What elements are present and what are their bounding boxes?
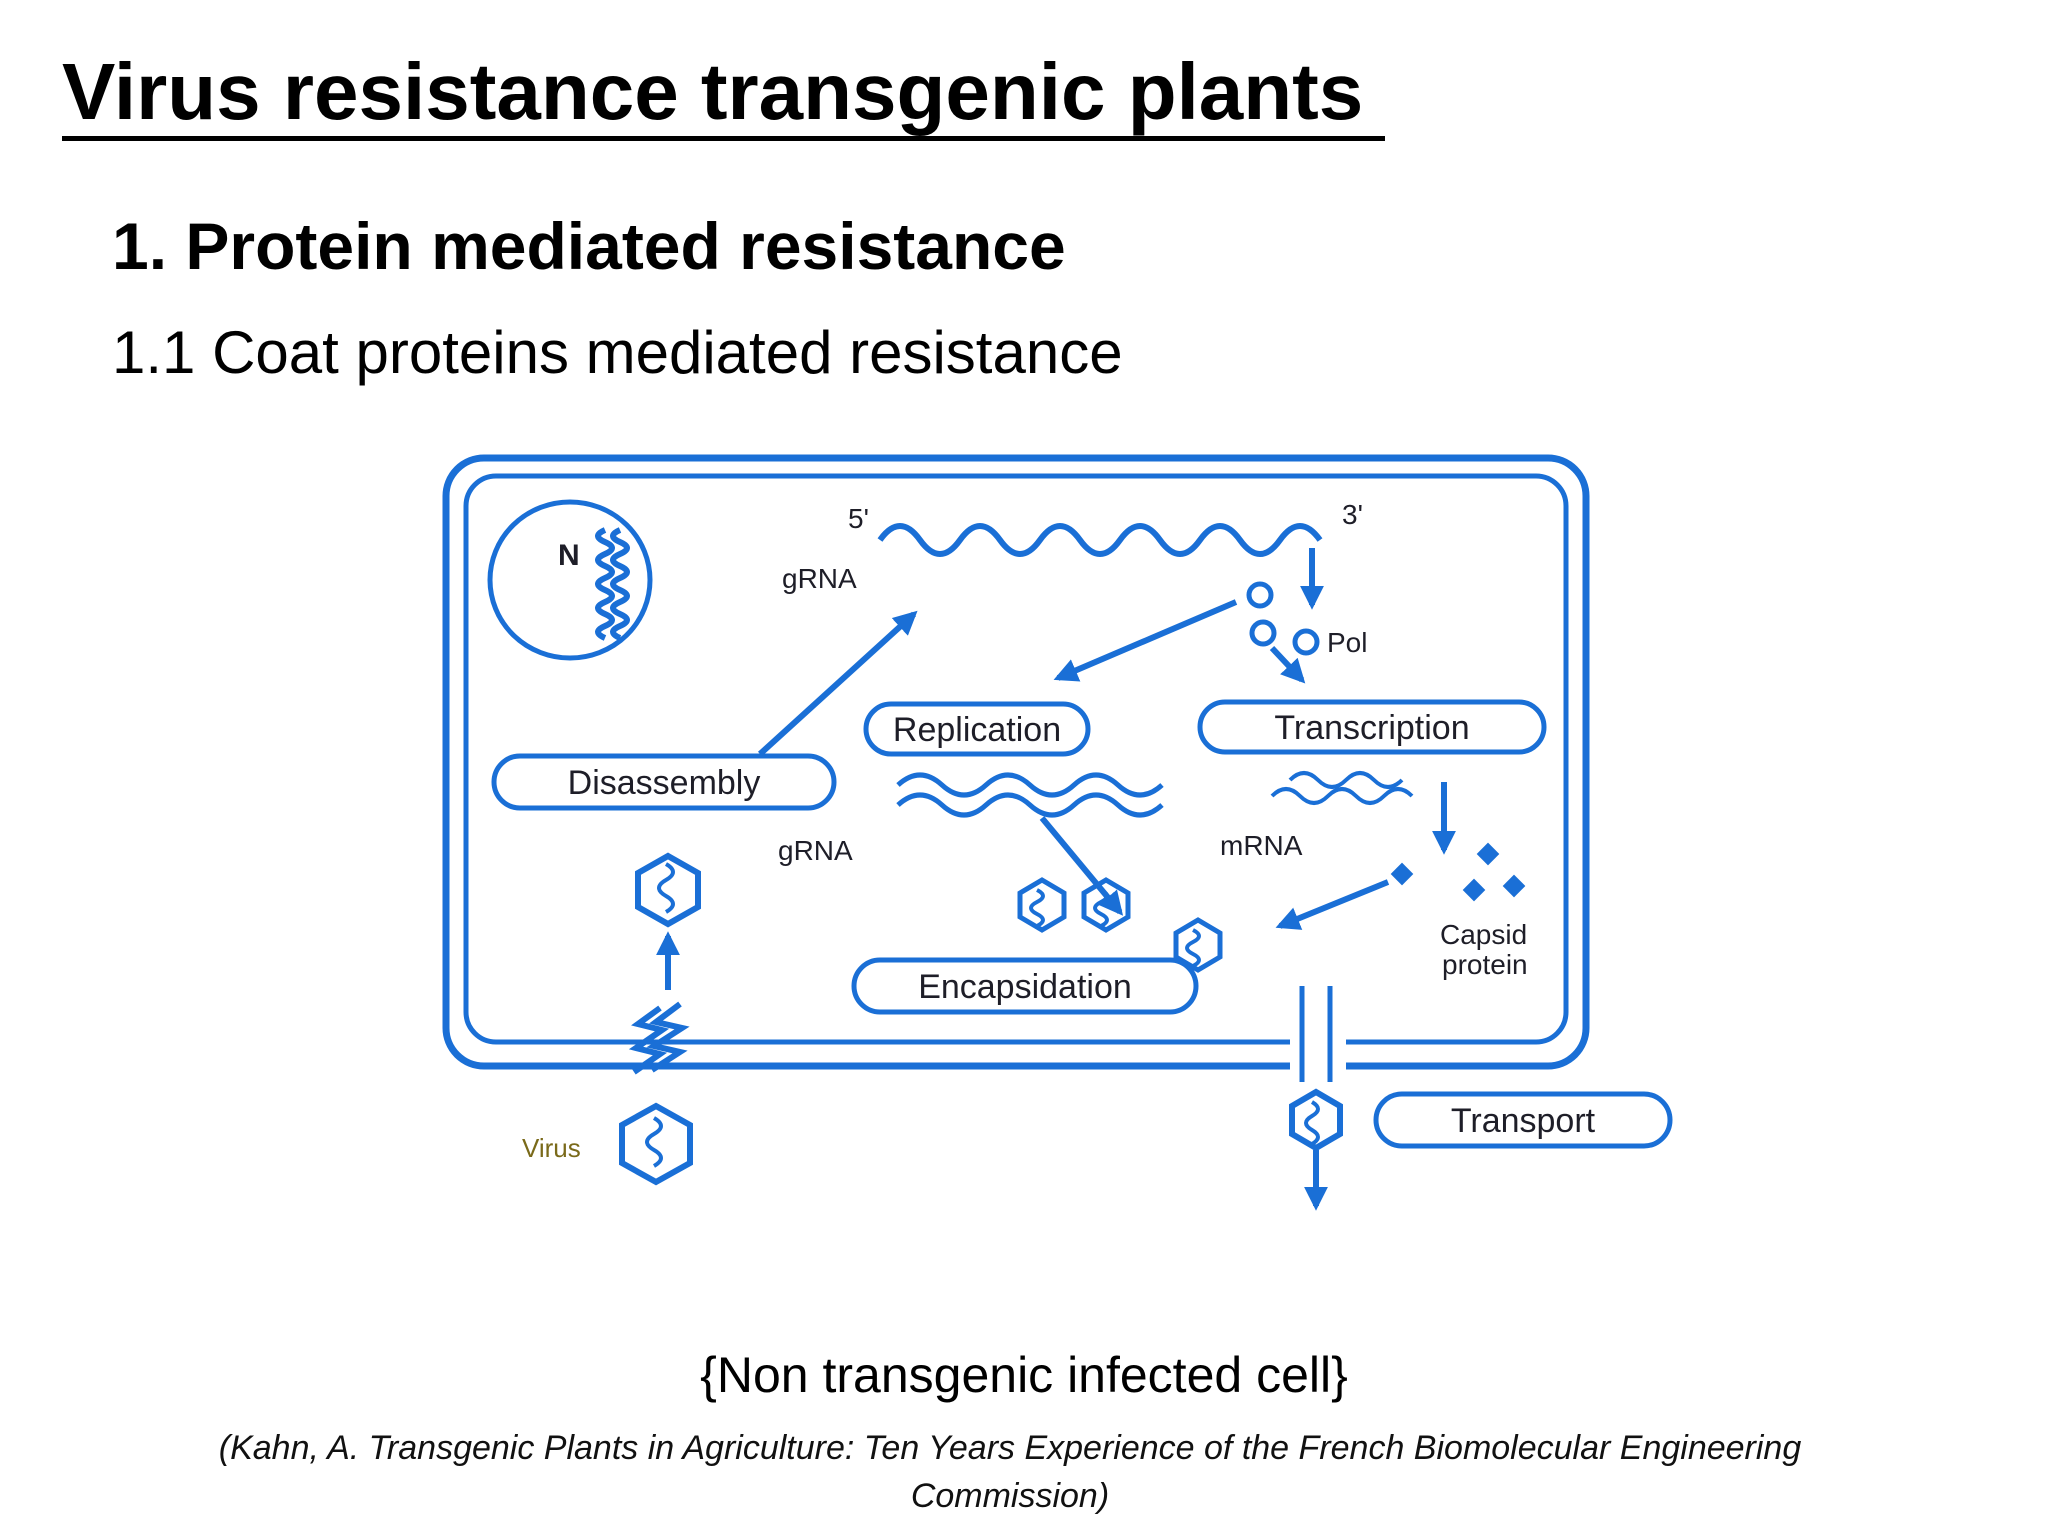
capsid-label-line2: protein (1442, 949, 1528, 980)
disassembly-box (491, 753, 837, 811)
replicated-grna-strand-1 (896, 772, 1164, 798)
encapsidation-label: Encapsidation (918, 968, 1132, 1006)
five-prime-label: 5' (848, 503, 869, 534)
encapsidation-box (851, 957, 1199, 1015)
arrow-capsid-to-virion (1275, 879, 1390, 930)
pol-label: Pol (1327, 627, 1367, 658)
capsid-label-line1: Capsid (1440, 919, 1527, 950)
virus-cycle-diagram: N 5' 3' gRNA Pol Replication Transcripti… (430, 430, 1730, 1230)
transport-box (1373, 1091, 1673, 1149)
replication-box (863, 701, 1091, 757)
nucleus-label: N (558, 539, 580, 572)
cell-wall-inner (463, 473, 1569, 1045)
virus-label: Virus (522, 1133, 581, 1163)
arrow-pol-to-replication (1053, 599, 1238, 682)
transport-label: Transport (1451, 1102, 1596, 1140)
slide-title: Virus resistance transgenic plants (62, 48, 1386, 141)
mrna-label: mRNA (1220, 830, 1303, 861)
disassembly-label: Disassembly (568, 764, 761, 802)
mrna-strand-2 (1288, 771, 1404, 789)
arrow-disassembly-to-grna (757, 610, 918, 757)
virus-particle (619, 1102, 693, 1186)
grna-mid-label: gRNA (778, 835, 853, 866)
polymerase-complex: Pol (1246, 581, 1367, 658)
mrna-strand-1 (1270, 787, 1414, 805)
three-prime-label: 3' (1342, 499, 1363, 530)
entering-virus (635, 852, 701, 928)
figure-caption: {Non transgenic infected cell} (700, 1347, 1348, 1403)
exiting-virion (1289, 1088, 1343, 1152)
wall-crossing-rna (628, 1001, 690, 1075)
section-heading: 1. Protein mediated resistance (112, 209, 1066, 283)
capsid-protein-subunits (1390, 842, 1526, 902)
arrow-pol-to-transcription (1269, 645, 1306, 684)
replication-label: Replication (893, 711, 1061, 749)
grna-top-label: gRNA (782, 563, 857, 594)
virion-icon (1017, 877, 1067, 933)
virion-icon (1081, 877, 1131, 933)
transcription-label: Transcription (1274, 709, 1469, 747)
replicated-grna-strand-2 (896, 792, 1164, 818)
virion-icon (1173, 917, 1223, 973)
cell-wall-outer (442, 454, 1590, 1070)
nucleus: N (487, 499, 653, 661)
transcription-box (1197, 699, 1547, 755)
genomic-rna-strand (877, 523, 1323, 557)
section-subheading: 1.1 Coat proteins mediated resistance (112, 319, 1123, 386)
figure-citation: (Kahn, A. Transgenic Plants in Agricultu… (218, 1429, 1802, 1515)
